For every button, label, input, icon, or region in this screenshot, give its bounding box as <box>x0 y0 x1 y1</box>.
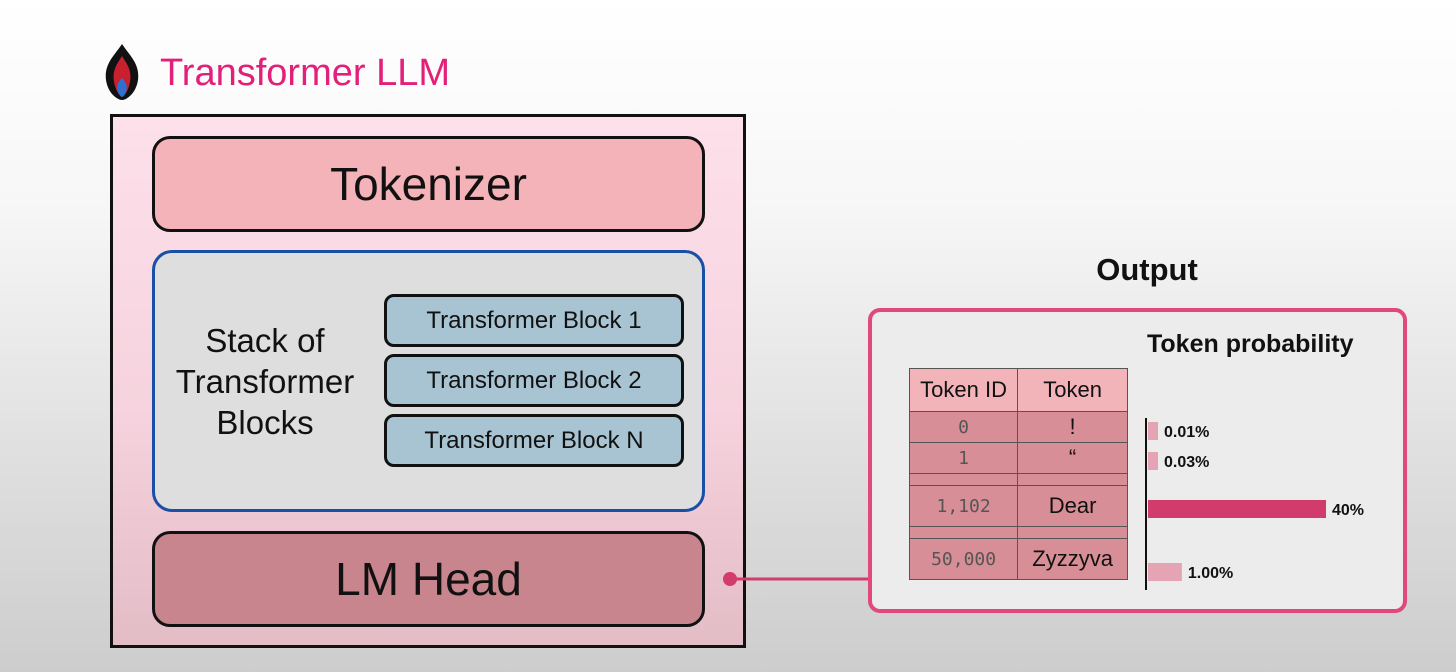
transformer-block-n: Transformer Block N <box>384 414 684 467</box>
lm-head-box: LM Head <box>152 531 705 627</box>
prob-value-label: 40% <box>1332 502 1364 519</box>
table-row: 0 ! <box>908 411 1128 443</box>
prob-bar <box>1148 422 1158 440</box>
token-probability-chart: 0.01% 0.03% 40% 1.00% <box>1145 418 1364 590</box>
prob-bar <box>1148 500 1326 518</box>
table-row: 50,000 Zyzzyva <box>908 538 1128 580</box>
token-probability-label: Token probability <box>1147 330 1354 358</box>
token-id-cell: 50,000 <box>908 538 1019 580</box>
prob-bar <box>1148 452 1158 470</box>
prob-bar <box>1148 563 1182 581</box>
prob-value-label: 0.01% <box>1164 424 1209 441</box>
token-cell: Zyzzyva <box>1017 538 1128 580</box>
token-cell: ! <box>1017 411 1128 443</box>
token-id-cell: 1 <box>908 442 1019 474</box>
output-label: Output <box>1096 252 1198 287</box>
header-token: Token <box>1017 368 1128 412</box>
table-row: 1,102 Dear <box>908 485 1128 527</box>
table-header-row: Token ID Token <box>908 368 1128 412</box>
token-table: Token ID Token 0 ! 1 “ 1,102 Dear 50,000… <box>908 368 1128 580</box>
stack-label: Stack of Transformer Blocks <box>175 322 355 441</box>
flame-logo-icon <box>105 44 139 100</box>
tokenizer-box: Tokenizer <box>152 136 705 232</box>
token-cell: Dear <box>1017 485 1128 527</box>
transformer-block-1: Transformer Block 1 <box>384 294 684 347</box>
table-row: 1 “ <box>908 442 1128 474</box>
token-id-cell: 0 <box>908 411 1019 443</box>
table-ellipsis-row <box>908 526 1128 539</box>
table-ellipsis-row <box>908 473 1128 486</box>
token-id-cell: 1,102 <box>908 485 1019 527</box>
diagram-title: Transformer LLM <box>160 52 450 94</box>
prob-value-label: 1.00% <box>1188 565 1233 582</box>
token-cell: “ <box>1017 442 1128 474</box>
header-token-id: Token ID <box>908 368 1019 412</box>
prob-value-label: 0.03% <box>1164 454 1209 471</box>
transformer-block-2: Transformer Block 2 <box>384 354 684 407</box>
